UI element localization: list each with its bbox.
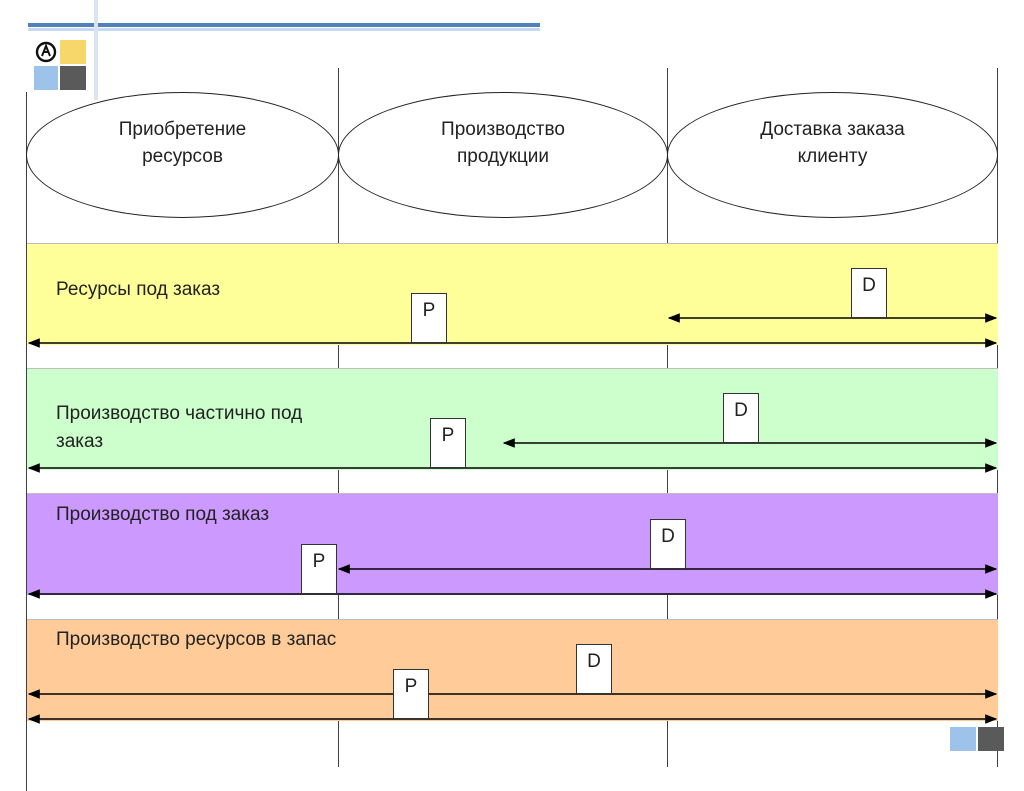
band-label: Производство частично под заказ [56,403,303,452]
band-label: Ресурсы под заказ [56,279,221,300]
d-marker: D [723,393,759,443]
stage-divider [26,92,27,791]
p-marker: P [430,418,466,468]
title-accent-fade [28,28,540,31]
band-label: Производство ресурсов в запас [56,629,337,650]
title-accent-line [28,23,540,27]
band-make-to-order [27,493,998,595]
d-marker: D [576,644,612,694]
lead-time-arrows [27,313,998,724]
stage-ellipse-delivery: Доставка заказа клиенту [667,92,998,218]
stage-ellipse-purchasing: Приобретение ресурсов [26,92,339,218]
d-marker: D [851,268,887,318]
stage-ellipse-production: Производство продукции [338,92,668,218]
slide-corner-icon [950,727,1006,753]
p-marker: P [393,669,429,719]
p-marker: P [411,293,447,343]
band-resources-to-order [27,243,998,345]
band-make-to-stock [27,619,998,721]
vertical-accent-line [94,0,98,100]
band-label: Производство под заказ [56,504,270,525]
recycle-logo-icon [32,38,88,94]
d-marker: D [650,519,686,569]
band-partial-make-to-order [27,368,998,470]
p-marker: P [301,544,337,594]
